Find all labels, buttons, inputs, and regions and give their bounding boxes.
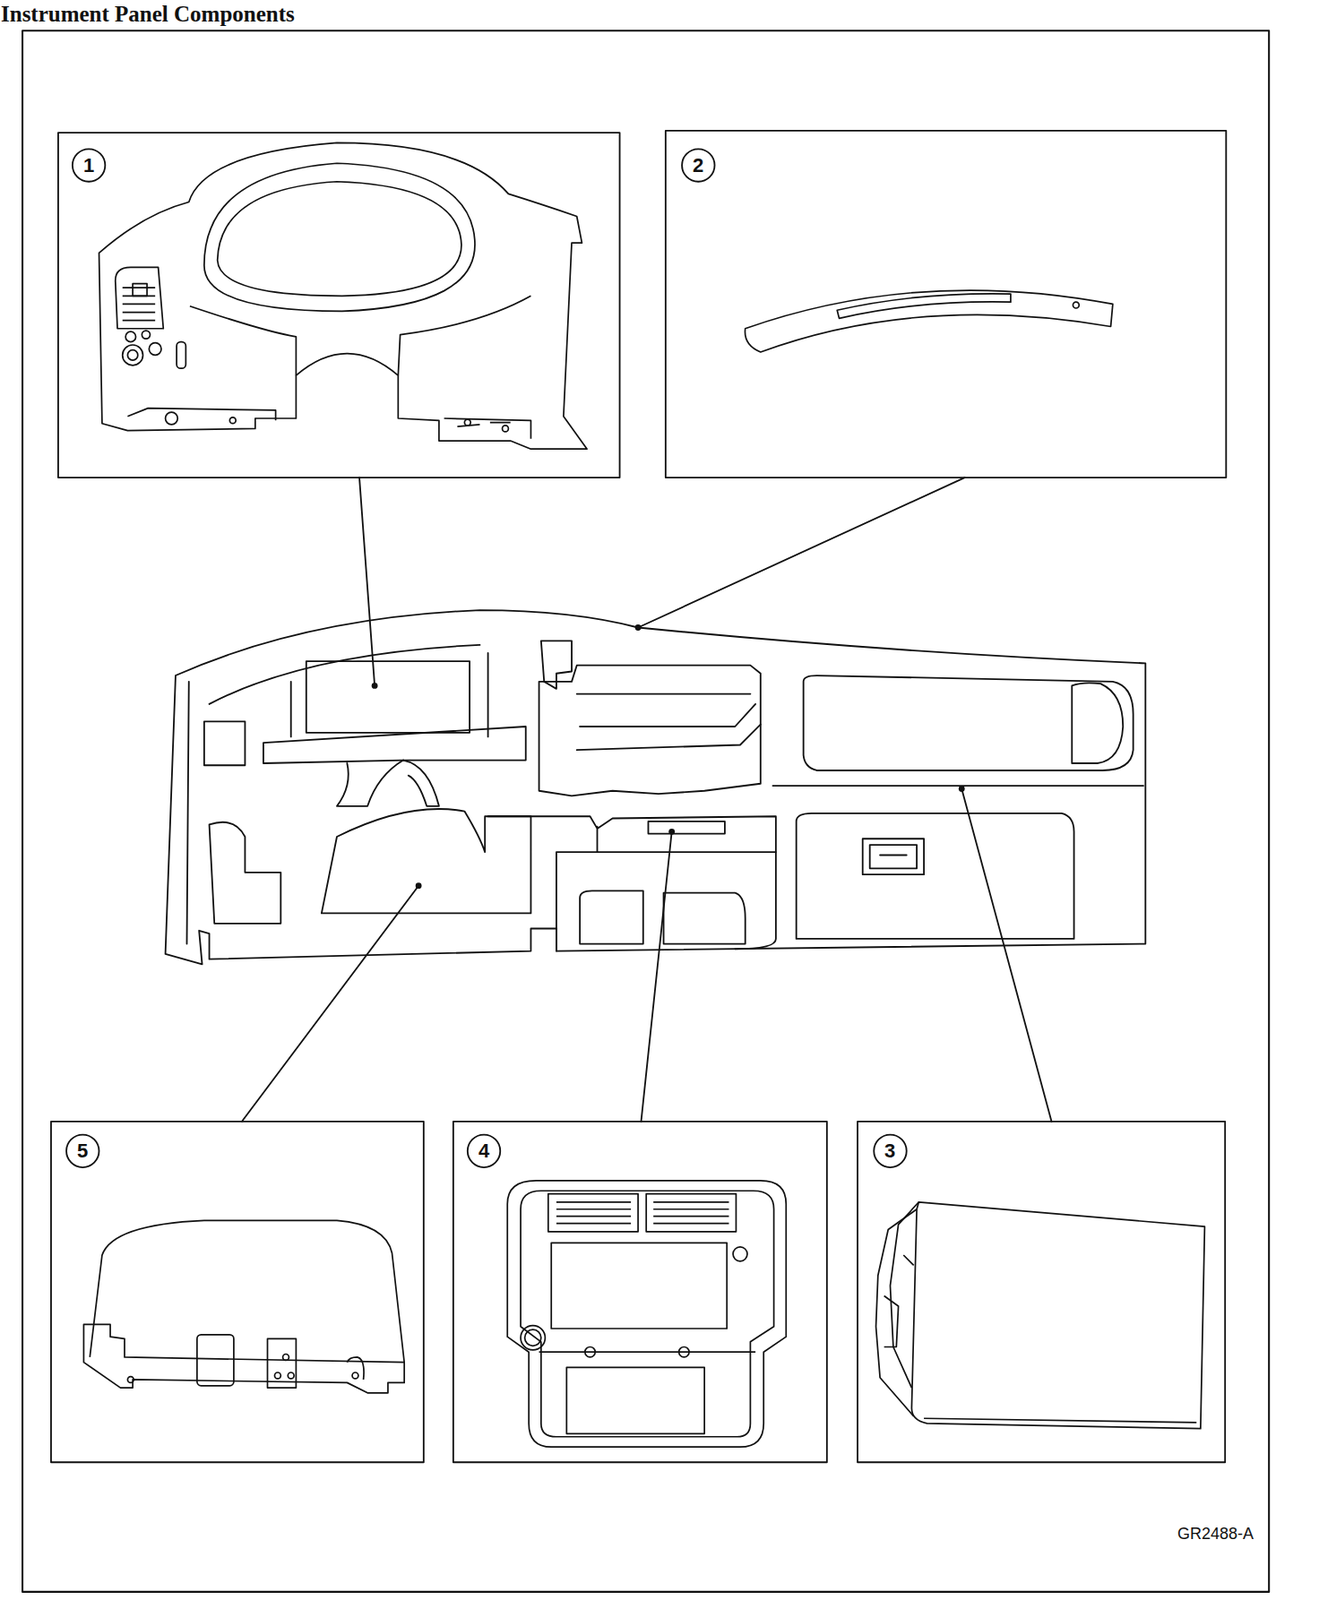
figure-code: GR2488-A bbox=[1177, 1525, 1254, 1544]
callout-number: 4 bbox=[467, 1135, 501, 1168]
figure-title: Instrument Panel Components bbox=[0, 1, 295, 27]
callout-number: 5 bbox=[66, 1135, 99, 1168]
callout-number: 1 bbox=[72, 149, 105, 182]
callout-number: 3 bbox=[873, 1135, 906, 1168]
callout-number: 2 bbox=[681, 149, 715, 182]
